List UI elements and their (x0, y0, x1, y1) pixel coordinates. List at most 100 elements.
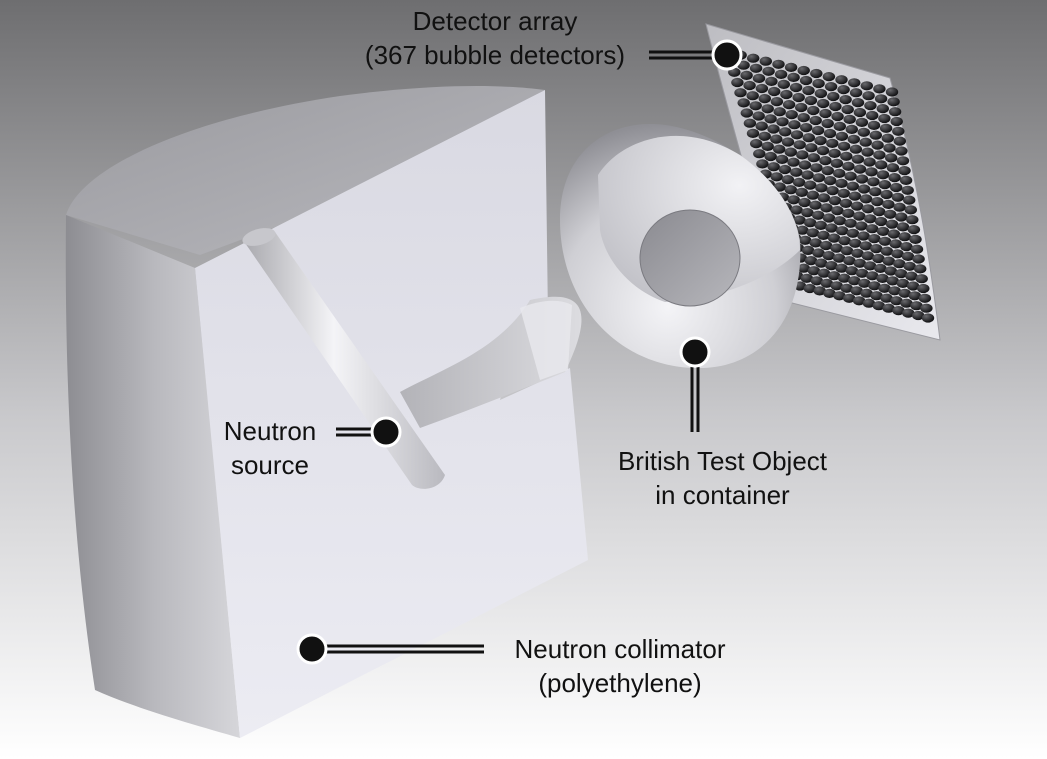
bubble-detector (776, 117, 789, 127)
bubble-detector (833, 121, 846, 131)
bubble-detector (815, 258, 828, 268)
bubble-detector (817, 268, 831, 278)
bubble-detector (762, 66, 775, 76)
bubble-detector (892, 306, 905, 316)
bubble-detector (878, 283, 891, 293)
bubble-detector (836, 226, 849, 236)
bubble-detector (810, 276, 823, 286)
bubble-detector (814, 220, 827, 230)
bubble-detector (842, 161, 855, 171)
bubble-detector (866, 224, 879, 234)
bubble-detector (813, 286, 826, 296)
bubble-detector (874, 216, 888, 227)
bubble-detector (896, 222, 910, 232)
bubble-detector (789, 82, 803, 93)
bubble-detector (889, 239, 902, 249)
bubble-detector (893, 259, 906, 269)
collimator-top-surface (66, 86, 545, 256)
bubble-detector (821, 166, 834, 176)
bubble-detector (912, 254, 925, 264)
bubble-detector (907, 225, 921, 235)
bubble-detector (737, 60, 750, 70)
bubble-detector (890, 116, 903, 127)
bubble-detector (871, 140, 884, 150)
bubble-detector (817, 98, 830, 109)
bubble-detector (761, 104, 774, 114)
bubble-detector (767, 124, 780, 134)
test-object-disk (639, 209, 741, 307)
bubble-detector (787, 157, 800, 167)
bubble-detector (895, 146, 908, 156)
bubble-detector (839, 198, 853, 208)
bubble-detector (864, 214, 877, 224)
bubble-detector (855, 268, 869, 278)
bubble-detector (822, 251, 835, 261)
bubble-detector (840, 151, 853, 161)
bubble-detector (891, 192, 905, 202)
bubble-detector (902, 308, 915, 318)
collimator-curved-side (65, 215, 240, 738)
bubble-detector (775, 154, 789, 164)
bubble-detector (869, 130, 882, 140)
bubble-detector (843, 293, 856, 303)
bubble-detector (774, 69, 788, 79)
bubble-detector (894, 269, 908, 279)
british-test-object (560, 124, 801, 369)
bubble-detector (851, 98, 865, 108)
bubble-detector (892, 126, 905, 136)
bubble-detector (804, 218, 817, 228)
bubble-detector (846, 228, 860, 238)
bubble-detector (755, 83, 769, 94)
bubble-detector (819, 156, 832, 166)
neutron-collimator-label: Neutron collimator (polyethylene) (490, 632, 750, 700)
bubble-detector (853, 211, 866, 221)
bubble-detector (812, 210, 825, 220)
bubble-detector (784, 147, 797, 157)
bubble-detector (827, 271, 841, 281)
bubble-detector (756, 159, 769, 169)
bubble-detector (749, 101, 762, 111)
bubble-detector (820, 203, 833, 213)
bubble-detector (896, 278, 910, 288)
bubble-detector (790, 205, 803, 215)
bubble-detector (878, 180, 891, 190)
bubble-detector (797, 263, 810, 273)
bubble-detector (752, 111, 765, 121)
bubble-detector (811, 125, 825, 136)
neutron-source-label: Neutron source (210, 414, 330, 482)
bubble-detector (793, 140, 806, 150)
bubble-detector (867, 177, 880, 187)
bubble-detector (859, 194, 873, 204)
source-callout-dot (370, 416, 402, 448)
bubble-detector (867, 120, 881, 130)
detector-array-label: Detector array (367 bubble detectors) (340, 4, 650, 72)
bubble-detector (790, 167, 803, 177)
bubble-detector (835, 263, 848, 273)
bubble-detector (807, 153, 820, 163)
bubble-detector (795, 102, 808, 113)
bubble-detector (764, 151, 777, 162)
bubble-detector (787, 72, 800, 82)
bubble-detector (812, 173, 826, 183)
bubble-detector (746, 128, 760, 138)
bubble-detector (784, 185, 797, 195)
bubble-detector (876, 104, 889, 114)
bubble-detector (728, 67, 741, 77)
bubble-detector (866, 110, 879, 121)
bubble-detector (908, 291, 921, 301)
bubble-detector (868, 281, 881, 291)
bubble-detector (831, 111, 844, 122)
bubble-detector (909, 234, 922, 244)
bubble-detector (833, 291, 846, 301)
bubble-detector (882, 199, 895, 209)
bubble-detector (906, 215, 919, 225)
bubble-detector (837, 188, 850, 198)
bubble-detector (761, 141, 774, 151)
bubble-detector (845, 266, 859, 276)
bubble-detector (823, 128, 837, 139)
bubble-detector (855, 174, 869, 184)
bubble-detector (731, 77, 744, 88)
bubble-detector (770, 134, 783, 144)
bubble-detector (750, 139, 763, 149)
bubble-detector (830, 158, 844, 168)
